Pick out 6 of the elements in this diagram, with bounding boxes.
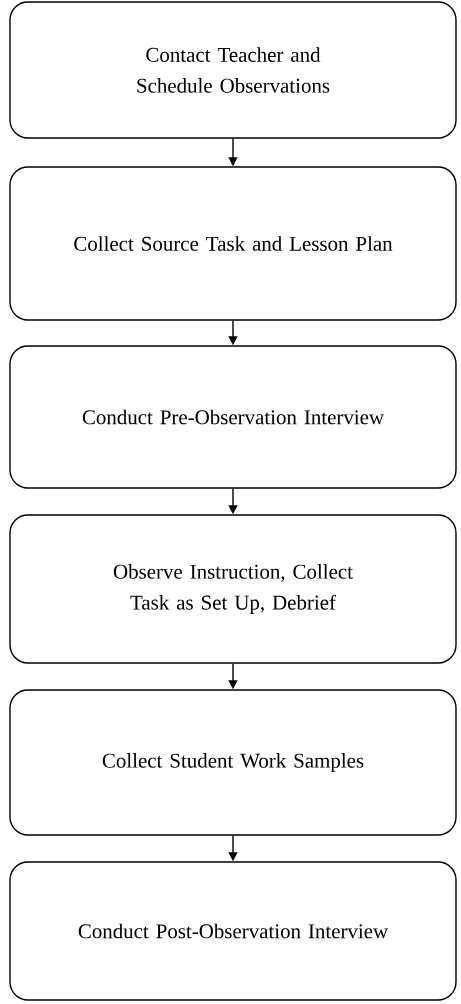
- process-box: Collect Source Task and Lesson Plan: [9, 166, 457, 321]
- process-box: Conduct Post-Observation Interview: [9, 861, 457, 1001]
- process-box: Conduct Pre-Observation Interview: [9, 345, 457, 489]
- process-box: Contact Teacher and Schedule Observations: [9, 1, 457, 139]
- process-box: Observe Instruction, Collect Task as Set Up, Debrief: [9, 514, 457, 664]
- process-box: Collect Student Work Samples: [9, 689, 457, 836]
